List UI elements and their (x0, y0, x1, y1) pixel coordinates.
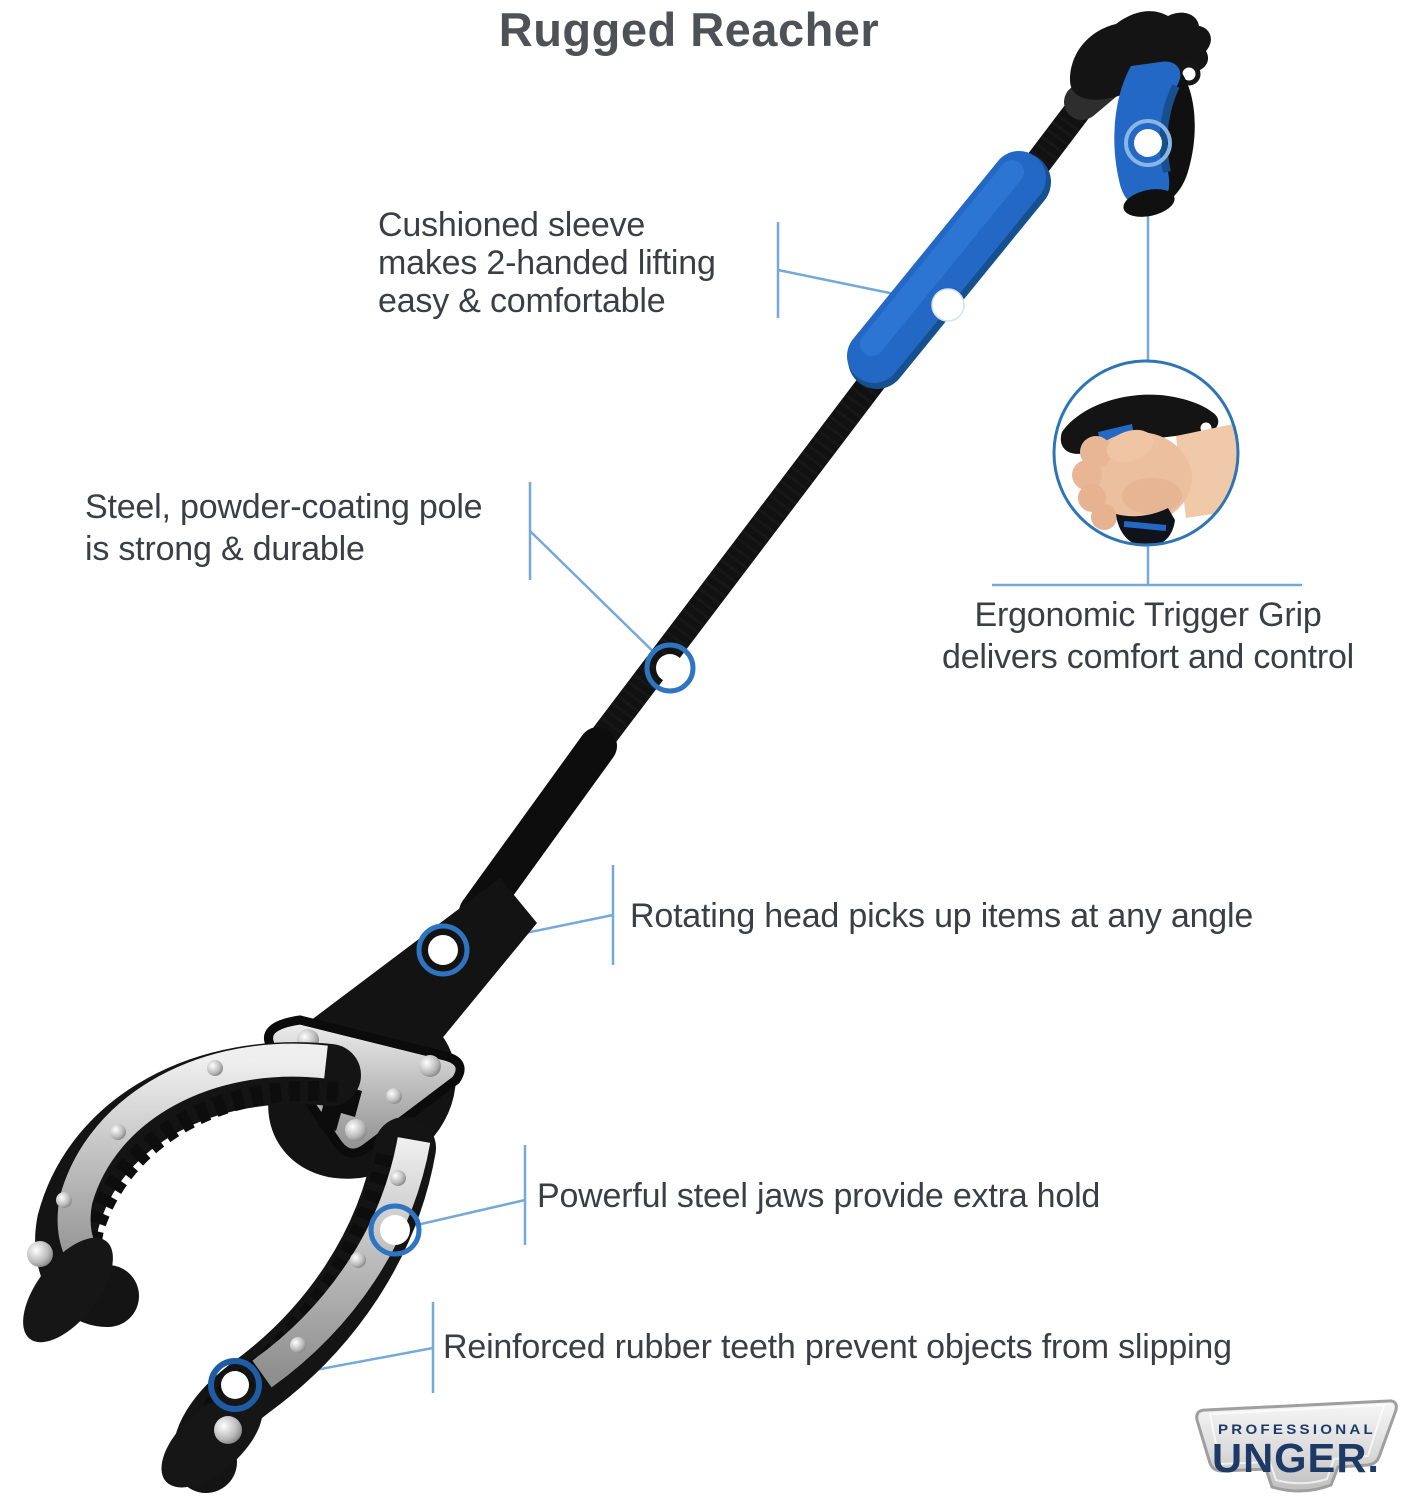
lower-jaw (161, 1117, 436, 1493)
trigger-grip-inset (1052, 359, 1240, 547)
callout-markers (208, 119, 1172, 1412)
callout-line: delivers comfort and control (941, 638, 1355, 676)
callout-steel-pole: Steel, powder-coating pole is strong & d… (85, 486, 483, 570)
unger-logo-badge: PROFESSIONAL UNGER. (1195, 1399, 1398, 1493)
callout-line: easy & comfortable (378, 282, 666, 320)
marker-jaws (368, 1203, 422, 1257)
callout-rubber-teeth: Reinforced rubber teeth prevent objects … (443, 1328, 1232, 1366)
cushioned-sleeve (847, 151, 1051, 389)
inset-circle-border (1052, 359, 1240, 547)
upper-jaw-rubber-tip (23, 1237, 113, 1343)
callout-line-trigger (992, 200, 1302, 587)
callout-line: makes 2-handed lifting (378, 244, 716, 282)
upper-jaw (23, 1042, 361, 1343)
callout-line-pole (528, 482, 671, 669)
callout-steel-jaws: Powerful steel jaws provide extra hold (537, 1177, 1100, 1215)
callout-line: Steel, powder-coating pole (85, 488, 483, 526)
marker-trigger (1124, 119, 1172, 167)
callout-line: Ergonomic Trigger Grip (974, 596, 1322, 634)
callout-line: Cushioned sleeve (378, 206, 646, 244)
callout-line: Reinforced rubber teeth prevent objects … (443, 1328, 1232, 1366)
callout-ergonomic-trigger: Ergonomic Trigger Grip delivers comfort … (918, 594, 1378, 678)
logo-unger-text: UNGER. (1212, 1435, 1380, 1481)
callout-cushioned-sleeve: Cushioned sleeve makes 2-handed lifting … (378, 206, 716, 320)
pole-texture (567, 85, 1102, 778)
logo-professional-text: PROFESSIONAL (1218, 1421, 1376, 1437)
callout-line: is strong & durable (85, 530, 365, 568)
product-title: Rugged Reacher (498, 3, 880, 56)
marker-teeth (208, 1358, 262, 1412)
trigger-handle (1070, 11, 1211, 100)
sleeve-hole (931, 288, 965, 322)
callout-line: Powerful steel jaws provide extra hold (537, 1177, 1101, 1215)
lower-jaw-serration (192, 1152, 396, 1437)
callout-rotating-head: Rotating head picks up items at any angl… (630, 897, 1253, 935)
marker-pole (644, 642, 696, 694)
marker-head (416, 923, 470, 977)
inset-wrist (1176, 418, 1238, 518)
lower-jaw-rubber-tip (161, 1392, 263, 1488)
callout-line: Rotating head picks up items at any angl… (630, 897, 1254, 935)
